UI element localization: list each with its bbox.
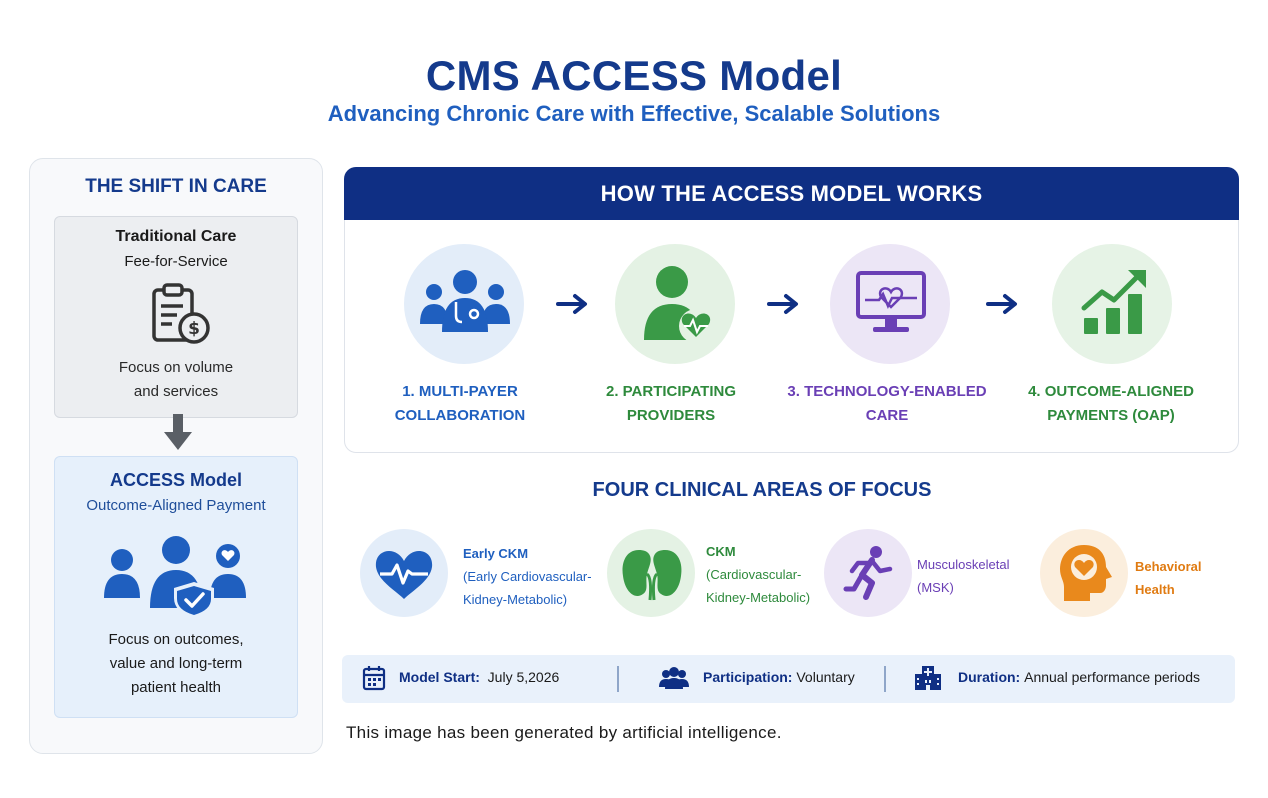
area-2-text: CKM (Cardiovascular- Kidney-Metabolic) — [706, 540, 810, 609]
participation-label: Participation: — [703, 669, 793, 685]
step-4-line-2: PAYMENTS (OAP) — [1047, 407, 1175, 424]
area-4-title: Behavioral — [1135, 559, 1202, 574]
clipboard-dollar-icon: $ — [152, 283, 210, 344]
model-start-label: Model Start: — [399, 669, 480, 685]
step-1-line-2: COLLABORATION — [394, 407, 526, 424]
area-2-title: CKM — [706, 544, 736, 559]
clinical-areas-title: FOUR CLINICAL AREAS OF FOCUS — [592, 479, 932, 501]
duration-info: Duration: Annual performance periods — [958, 669, 1200, 685]
area-1-title: Early CKM — [463, 546, 529, 561]
calendar-icon — [362, 666, 386, 691]
access-model-description: Focus on outcomes, value and long-term p… — [54, 628, 298, 700]
patients-shield-icon — [104, 536, 246, 618]
step-4-label: 4. OUTCOME-ALIGNED PAYMENTS (OAP) — [1006, 380, 1216, 428]
monitor-heartbeat-icon — [856, 271, 926, 332]
head-heart-icon — [1060, 545, 1112, 601]
arrow-down-icon — [164, 414, 192, 450]
step-3-label: 3. TECHNOLOGY-ENABLED CARE — [782, 380, 992, 428]
traditional-care-title: Traditional Care — [115, 228, 237, 245]
step-2-line-2: PROVIDERS — [626, 407, 716, 424]
area-3-line-2: (MSK) — [917, 580, 954, 595]
participation-value: Voluntary — [796, 669, 855, 685]
arrow-right-icon — [986, 294, 1017, 314]
ai-disclaimer: This image has been generated by artific… — [346, 723, 782, 742]
page-subtitle: Advancing Chronic Care with Effective, S… — [327, 101, 941, 126]
svg-text:$: $ — [188, 319, 200, 339]
arrow-right-icon — [556, 294, 587, 314]
page-title: CMS ACCESS Model — [425, 52, 843, 99]
traditional-care-description: Focus on volume and services — [54, 356, 298, 404]
arrow-right-icon — [767, 294, 798, 314]
step-1-line-1: 1. MULTI-PAYER — [402, 383, 518, 400]
model-start-info: Model Start: July 5,2026 — [399, 669, 559, 685]
step-2-circle — [615, 244, 735, 364]
care-team-icon — [420, 270, 510, 332]
hospital-building-icon — [915, 666, 941, 690]
shift-in-care-title: THE SHIFT IN CARE — [85, 176, 267, 197]
duration-label: Duration: — [958, 669, 1021, 685]
traditional-care-card — [54, 216, 298, 418]
traditional-desc-line-1: Focus on volume — [118, 359, 234, 376]
step-2-label: 2. PARTICIPATING PROVIDERS — [566, 380, 776, 428]
runner-icon — [843, 546, 893, 600]
provider-heart-icon — [644, 266, 713, 343]
group-icon — [659, 667, 689, 689]
model-start-value: July 5,2026 — [487, 669, 560, 685]
growth-chart-icon — [1081, 270, 1146, 334]
area-4-text: Behavioral Health — [1135, 555, 1201, 601]
area-3-text: Musculoskeletal (MSK) — [917, 553, 1010, 599]
access-model-title: ACCESS Model — [109, 470, 242, 490]
duration-value: Annual performance periods — [1024, 669, 1200, 685]
area-3-title: Musculoskeletal — [917, 557, 1010, 572]
step-4-line-1: 4. OUTCOME-ALIGNED — [1028, 383, 1194, 400]
step-1-label: 1. MULTI-PAYER COLLABORATION — [355, 380, 565, 428]
how-it-works-title: HOW THE ACCESS MODEL WORKS — [600, 181, 983, 206]
area-1-line-3: Kidney-Metabolic) — [463, 592, 568, 607]
area-4-line-2: Health — [1135, 582, 1175, 597]
traditional-desc-line-2: and services — [133, 383, 219, 400]
traditional-care-subtitle: Fee-for-Service — [124, 253, 228, 270]
step-4-circle — [1052, 244, 1172, 364]
step-3-line-1: 3. TECHNOLOGY-ENABLED — [787, 383, 987, 400]
area-3-circle — [824, 529, 912, 617]
access-model-subtitle: Outcome-Aligned Payment — [86, 497, 266, 514]
info-bar — [342, 655, 1235, 703]
area-1-text: Early CKM (Early Cardiovascular- Kidney-… — [463, 542, 592, 611]
info-divider — [884, 666, 886, 692]
heart-pulse-icon — [375, 550, 433, 599]
access-desc-line-1: Focus on outcomes, — [108, 631, 244, 648]
step-2-line-1: 2. PARTICIPATING — [605, 383, 736, 400]
kidneys-icon — [622, 550, 682, 601]
area-1-line-2: (Early Cardiovascular- — [463, 569, 592, 584]
how-it-works-banner — [344, 167, 1239, 220]
participation-info: Participation: Voluntary — [703, 669, 855, 685]
area-2-line-2: (Cardiovascular- — [706, 567, 802, 582]
access-desc-line-3: patient health — [130, 679, 222, 696]
info-divider — [617, 666, 619, 692]
area-2-line-3: Kidney-Metabolic) — [706, 590, 811, 605]
access-desc-line-2: value and long-term — [109, 655, 243, 672]
step-3-line-2: CARE — [865, 407, 909, 424]
